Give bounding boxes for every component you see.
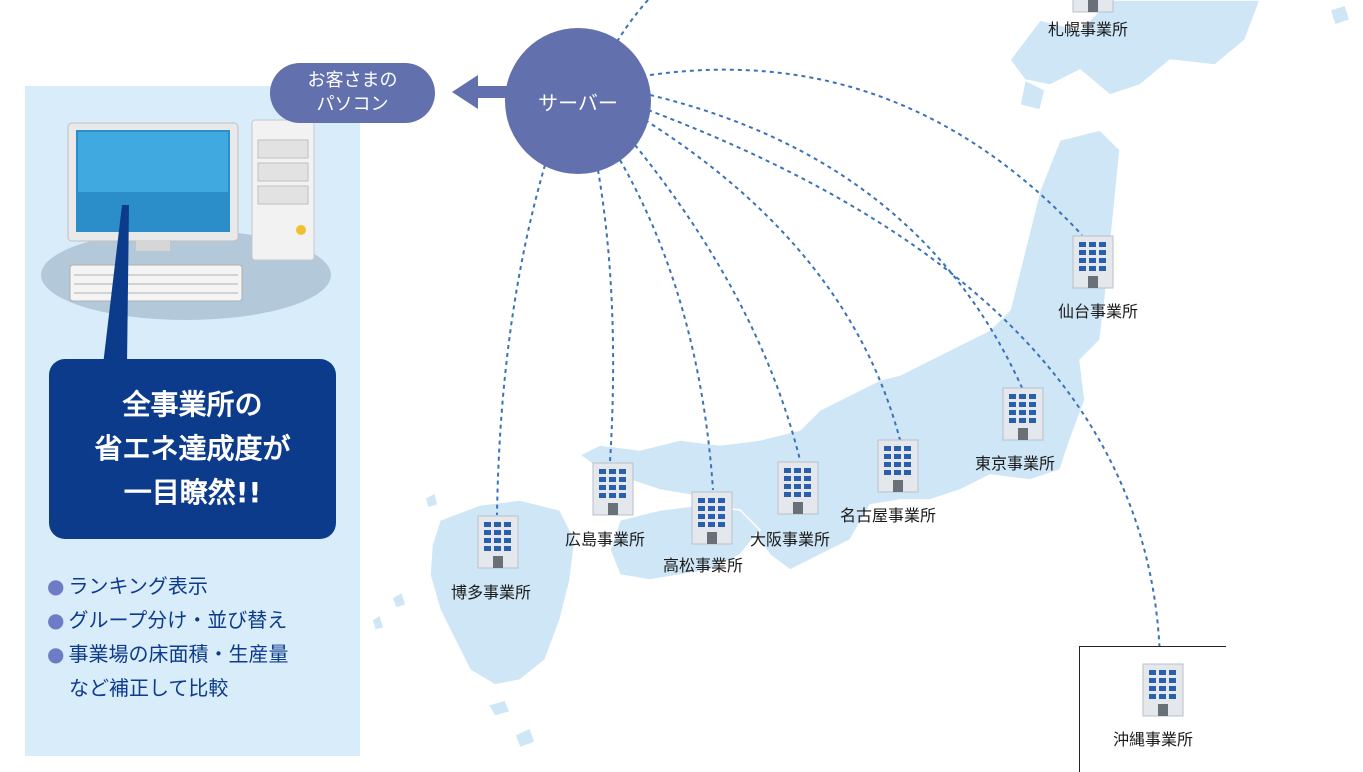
map-hokkaido (1009, 0, 1261, 96)
map-islands-1 (486, 699, 512, 717)
feature-normalize: 事業場の床面積・生産量 (68, 642, 289, 666)
feature-grouping: グループ分け・並び替え (68, 608, 288, 632)
callout-line3: 一目瞭然!! (123, 476, 262, 509)
customer-pc-label-line2: パソコン (316, 94, 389, 115)
link-hiroshima (597, 169, 615, 463)
link-takamatsu (619, 159, 714, 491)
link-osaka (634, 144, 801, 461)
arrow-server-to-pc (452, 75, 520, 109)
feature-item: ●ランキング表示 (47, 569, 288, 603)
office-label-tokyo: 東京事業所 (975, 454, 1056, 473)
link-sendai (649, 68, 1083, 236)
server-label: サーバー (538, 90, 618, 115)
office-label-okinawa: 沖縄事業所 (1113, 730, 1194, 749)
callout-line2: 省エネ達成度が (94, 432, 291, 465)
map-islands-6 (1329, 4, 1351, 26)
callout-pointer (103, 205, 129, 365)
office-label-osaka: 大阪事業所 (750, 530, 831, 549)
office-label-sapporo: 札幌事業所 (1048, 20, 1129, 39)
feature-normalize-cont: など補正して比較 (69, 676, 229, 700)
monitor-stand (136, 241, 170, 251)
feature-item: ●事業場の床面積・生産量 (47, 637, 288, 671)
link-sapporo (614, 0, 649, 46)
map-islands-2 (514, 726, 536, 749)
link-okinawa (647, 109, 1161, 661)
feature-ranking: ランキング表示 (68, 574, 208, 598)
feature-item: ●グループ分け・並び替え (47, 603, 288, 637)
feature-list: ●ランキング表示 ●グループ分け・並び替え ●事業場の床面積・生産量 など補正し… (47, 569, 288, 705)
keyboard (69, 264, 243, 302)
callout-line1: 全事業所の (122, 388, 263, 421)
customer-pc-label: お客さまの パソコン (270, 63, 435, 123)
customer-pc-label-line1: お客さまの (307, 70, 398, 91)
map-islands-3 (391, 590, 407, 609)
achievement-callout: 全事業所の 省エネ達成度が 一目瞭然!! (49, 359, 336, 539)
map-kyushu (429, 499, 576, 686)
office-label-hakata: 博多事業所 (451, 583, 532, 602)
map-hokkaido-south (1019, 78, 1046, 111)
office-label-hiroshima: 広島事業所 (565, 530, 646, 549)
okinawa-inset (1079, 646, 1226, 772)
computer-illustration (41, 119, 331, 320)
bullet-icon: ● (47, 642, 65, 666)
feature-item-continued: など補正して比較 (47, 671, 288, 705)
server-node: サーバー (505, 28, 651, 174)
map-islands-5 (424, 491, 439, 509)
bullet-icon: ● (47, 608, 65, 632)
office-label-sendai: 仙台事業所 (1058, 302, 1139, 321)
office-label-takamatsu: 高松事業所 (663, 556, 744, 575)
link-tokyo (649, 94, 1024, 391)
bullet-icon: ● (47, 574, 65, 598)
office-label-nagoya: 名古屋事業所 (840, 506, 937, 525)
map-islands-4 (371, 613, 385, 631)
link-hakata (496, 164, 546, 516)
